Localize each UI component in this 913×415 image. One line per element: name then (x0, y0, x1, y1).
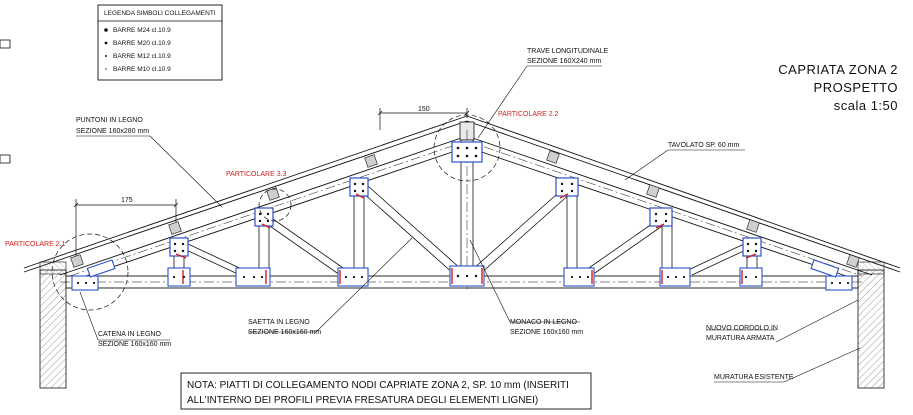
purlins (70, 150, 860, 268)
connection-legend: LEGENDA SIMBOLI COLLEGAMENTI BARRE M24 c… (97, 4, 223, 81)
label-trave-1: TRAVE LONGITUDINALE (527, 48, 608, 55)
label-catena-2: SEZIONE 160x160 mm (98, 341, 171, 348)
struts (181, 185, 751, 276)
legend-symbol-m10 (105, 68, 107, 70)
label-trave-2: SEZIONE 160X240 mm (527, 58, 601, 65)
new-ring-beam-right (857, 261, 885, 275)
leader-lines (76, 65, 861, 383)
label-saetta-2: SEZIONE 160x160 mm (248, 329, 321, 336)
legend-heading: LEGENDA SIMBOLI COLLEGAMENTI (104, 10, 216, 17)
heel-joints (86, 259, 840, 278)
legend-symbol-m24 (104, 28, 108, 32)
label-cordolo-2: MURATURA ARMATA (706, 335, 775, 342)
bolts (76, 146, 850, 285)
label-saetta-1: SAETTA IN LEGNO (248, 319, 310, 326)
title-line-2: PROSPETTO (814, 80, 898, 95)
legend-item-m20: BARRE M20 cl.10.9 (113, 40, 171, 47)
label-puntoni-2: SEZIONE 160x280 mm (76, 128, 149, 135)
label-tavolato: TAVOLATO SP. 60 mm (668, 142, 739, 149)
detail-label-2-2: PARTICOLARE 2.2 (498, 111, 559, 118)
label-monaco-2: SEZIONE 160x160 mm (510, 329, 583, 336)
detail-label-3-3: PARTICOLARE 3.3 (226, 171, 287, 178)
title-line-3: scala 1:50 (834, 98, 898, 113)
drawing-title: CAPRIATA ZONA 2 PROSPETTO scala 1:50 (778, 62, 898, 113)
label-cordolo-1: NUOVO CORDOLO IN (706, 325, 778, 332)
note-line-2: ALL'INTERNO DEI PROFILI PREVIA FRESATURA… (187, 395, 538, 406)
legend-item-m12: BARRE M12 cl.10.9 (113, 53, 171, 60)
sheet-edge-mark (0, 154, 11, 164)
sheet-edge-mark (0, 39, 11, 49)
dimension-150 (377, 108, 470, 130)
connection-plates (71, 141, 853, 291)
dimension-label-175: 175 (121, 197, 133, 204)
legend-item-m10: BARRE M10 cl.10.9 (113, 66, 171, 73)
detail-label-2-1: PARTICOLARE 2.1 (5, 241, 66, 248)
legend-symbol-m20 (104, 41, 108, 45)
label-puntoni-1: PUNTONI IN LEGNO (76, 117, 143, 124)
note-line-1: NOTA: PIATTI DI COLLEGAMENTO NODI CAPRIA… (187, 380, 569, 391)
dimension-175 (73, 199, 179, 256)
existing-masonry (39, 261, 885, 389)
label-monaco-1: MONACO IN LEGNO (510, 319, 577, 326)
new-ring-beam-left (39, 261, 67, 275)
note-box: NOTA: PIATTI DI COLLEGAMENTO NODI CAPRIA… (180, 372, 592, 410)
legend-item-m24: BARRE M24 cl.10.9 (113, 27, 171, 34)
label-catena-1: CATENA IN LEGNO (98, 331, 161, 338)
title-line-1: CAPRIATA ZONA 2 (778, 62, 898, 77)
dimension-label-150: 150 (418, 106, 430, 113)
label-muratura: MURATURA ESISTENTE (714, 374, 794, 381)
legend-symbol-m12 (105, 55, 107, 57)
